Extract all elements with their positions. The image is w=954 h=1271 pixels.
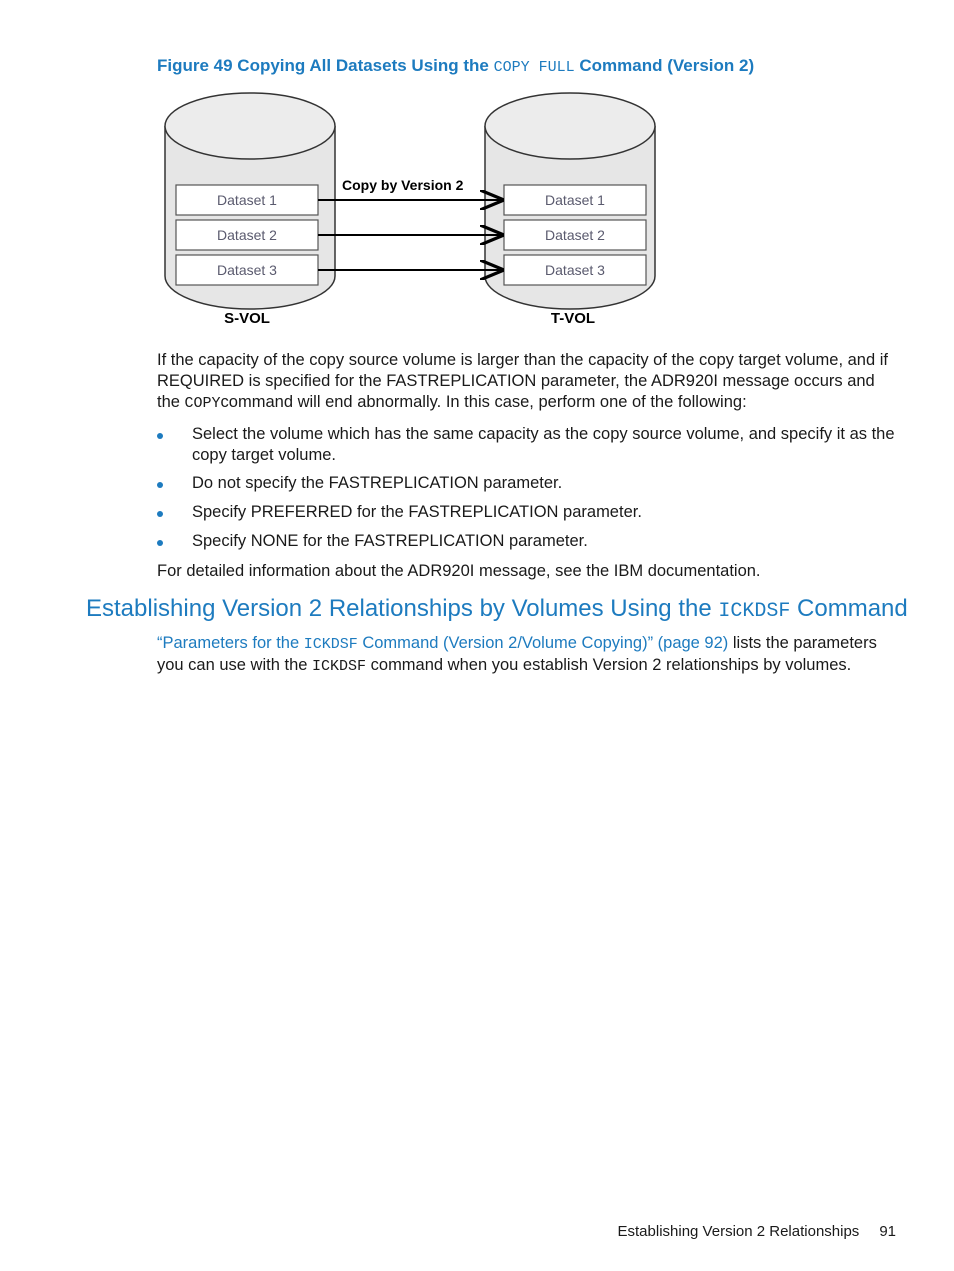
text-command: ICKDSF [312, 658, 367, 675]
page-footer: Establishing Version 2 Relationships 91 [618, 1223, 897, 1240]
footer-title: Establishing Version 2 Relationships [617, 1223, 860, 1240]
list-item: Specify PREFERRED for the FASTREPLICATIO… [157, 502, 902, 523]
svg-text:Dataset 2: Dataset 2 [545, 227, 605, 243]
svg-text:Dataset 1: Dataset 1 [545, 192, 605, 208]
figure-label: Figure 49 Copying All Datasets Using the [157, 56, 489, 75]
copy-arrow-label: Copy by Version 2 [342, 177, 464, 193]
target-dataset-1: Dataset 1 [503, 184, 647, 216]
target-dataset-3: Dataset 3 [503, 254, 647, 286]
figure-suffix: Command (Version 2) [579, 56, 755, 75]
intro-command: COPY [184, 395, 221, 412]
target-volume-label: T-VOL [551, 310, 595, 327]
source-volume-label: S-VOL [224, 310, 270, 327]
list-item: Do not specify the FASTREPLICATION param… [157, 473, 902, 494]
bullet-icon [157, 482, 163, 488]
svg-text:Dataset 1: Dataset 1 [217, 192, 277, 208]
svg-text:Dataset 2: Dataset 2 [217, 227, 277, 243]
list-item: Select the volume which has the same cap… [157, 424, 902, 466]
section-heading: Establishing Version 2 Relationships by … [86, 595, 908, 623]
intro-paragraph: If the capacity of the copy source volum… [157, 350, 902, 414]
target-dataset-2: Dataset 2 [503, 219, 647, 251]
source-dataset-1: Dataset 1 [175, 184, 319, 216]
intro-text-1: If the capacity of the copy source volum… [157, 351, 888, 411]
svg-text:Dataset 3: Dataset 3 [545, 262, 605, 278]
figure-caption: Figure 49 Copying All Datasets Using the… [157, 56, 754, 76]
svg-text:Dataset 3: Dataset 3 [217, 262, 277, 278]
option-list: Select the volume which has the same cap… [157, 424, 902, 552]
source-dataset-2: Dataset 2 [175, 219, 319, 251]
bullet-icon [157, 511, 163, 517]
heading-command: ICKDSF [718, 600, 791, 623]
source-dataset-3: Dataset 3 [175, 254, 319, 286]
detail-paragraph: For detailed information about the ADR92… [157, 562, 761, 580]
list-item: Specify NONE for the FASTREPLICATION par… [157, 531, 902, 552]
figure-command: COPY FULL [493, 59, 575, 76]
section-paragraph: “Parameters for the ICKDSF Command (Vers… [157, 634, 877, 675]
bullet-icon [157, 540, 163, 546]
intro-text-2: command will end abnormally. In this cas… [220, 393, 747, 411]
page-number: 91 [879, 1223, 896, 1240]
bullet-icon [157, 433, 163, 439]
parameters-table-link[interactable]: “Parameters for the ICKDSF Command (Vers… [157, 634, 729, 653]
copy-diagram: Dataset 1 Dataset 2 Dataset 3 Dataset 1 … [164, 92, 656, 327]
